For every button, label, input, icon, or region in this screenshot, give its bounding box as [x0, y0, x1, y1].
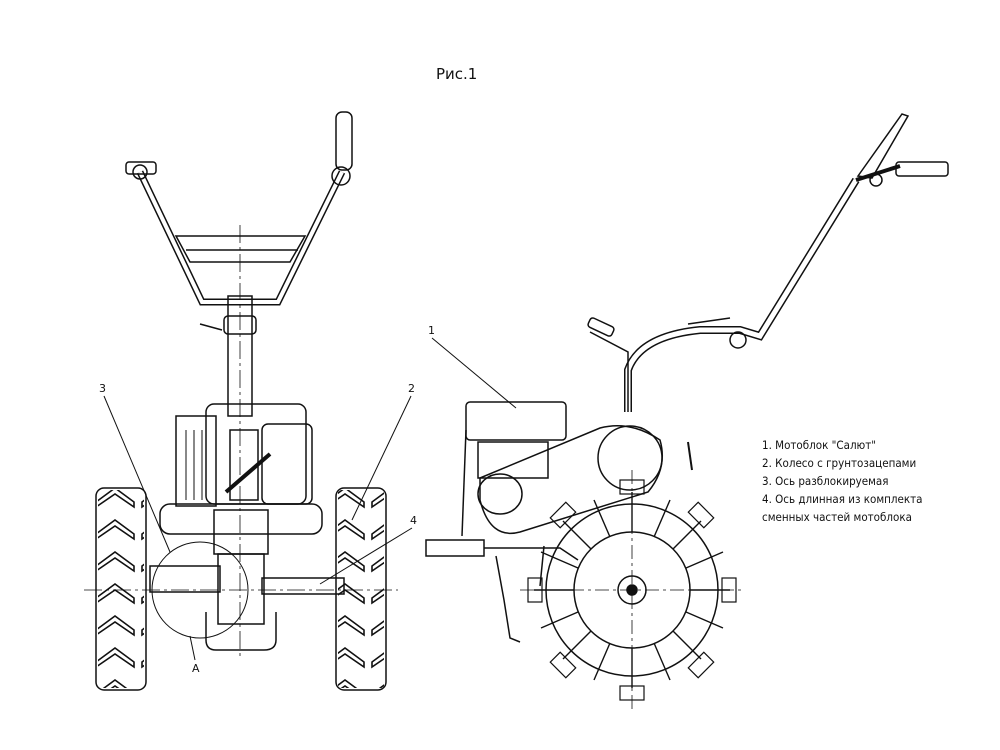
legend-item-4: 4. Ось длинная из комплекта — [762, 492, 923, 506]
callout-4: 4 — [410, 514, 417, 527]
legend-item-1: 1. Мотоблок "Салют" — [762, 438, 877, 452]
front-view-leaders — [103, 395, 413, 661]
legend-item-2: 2. Колесо с грунтозацепами — [762, 456, 917, 470]
callout-3: 3 — [99, 382, 106, 395]
legend-item-4-continued: сменных частей мотоблока — [762, 510, 912, 524]
legend: 1. Мотоблок "Салют" 2. Колесо с грунтоза… — [762, 436, 923, 526]
side-view-tiller — [425, 113, 949, 712]
side-view-leaders — [431, 337, 517, 409]
legend-item-3: 3. Ось разблокируемая — [762, 474, 889, 488]
callout-2-front: 2 — [408, 382, 415, 395]
front-view-tiller — [84, 111, 398, 691]
callout-1: 1 — [428, 324, 435, 337]
figure-title: Рис.1 — [436, 65, 477, 83]
callout-detail-a: A — [192, 662, 200, 675]
